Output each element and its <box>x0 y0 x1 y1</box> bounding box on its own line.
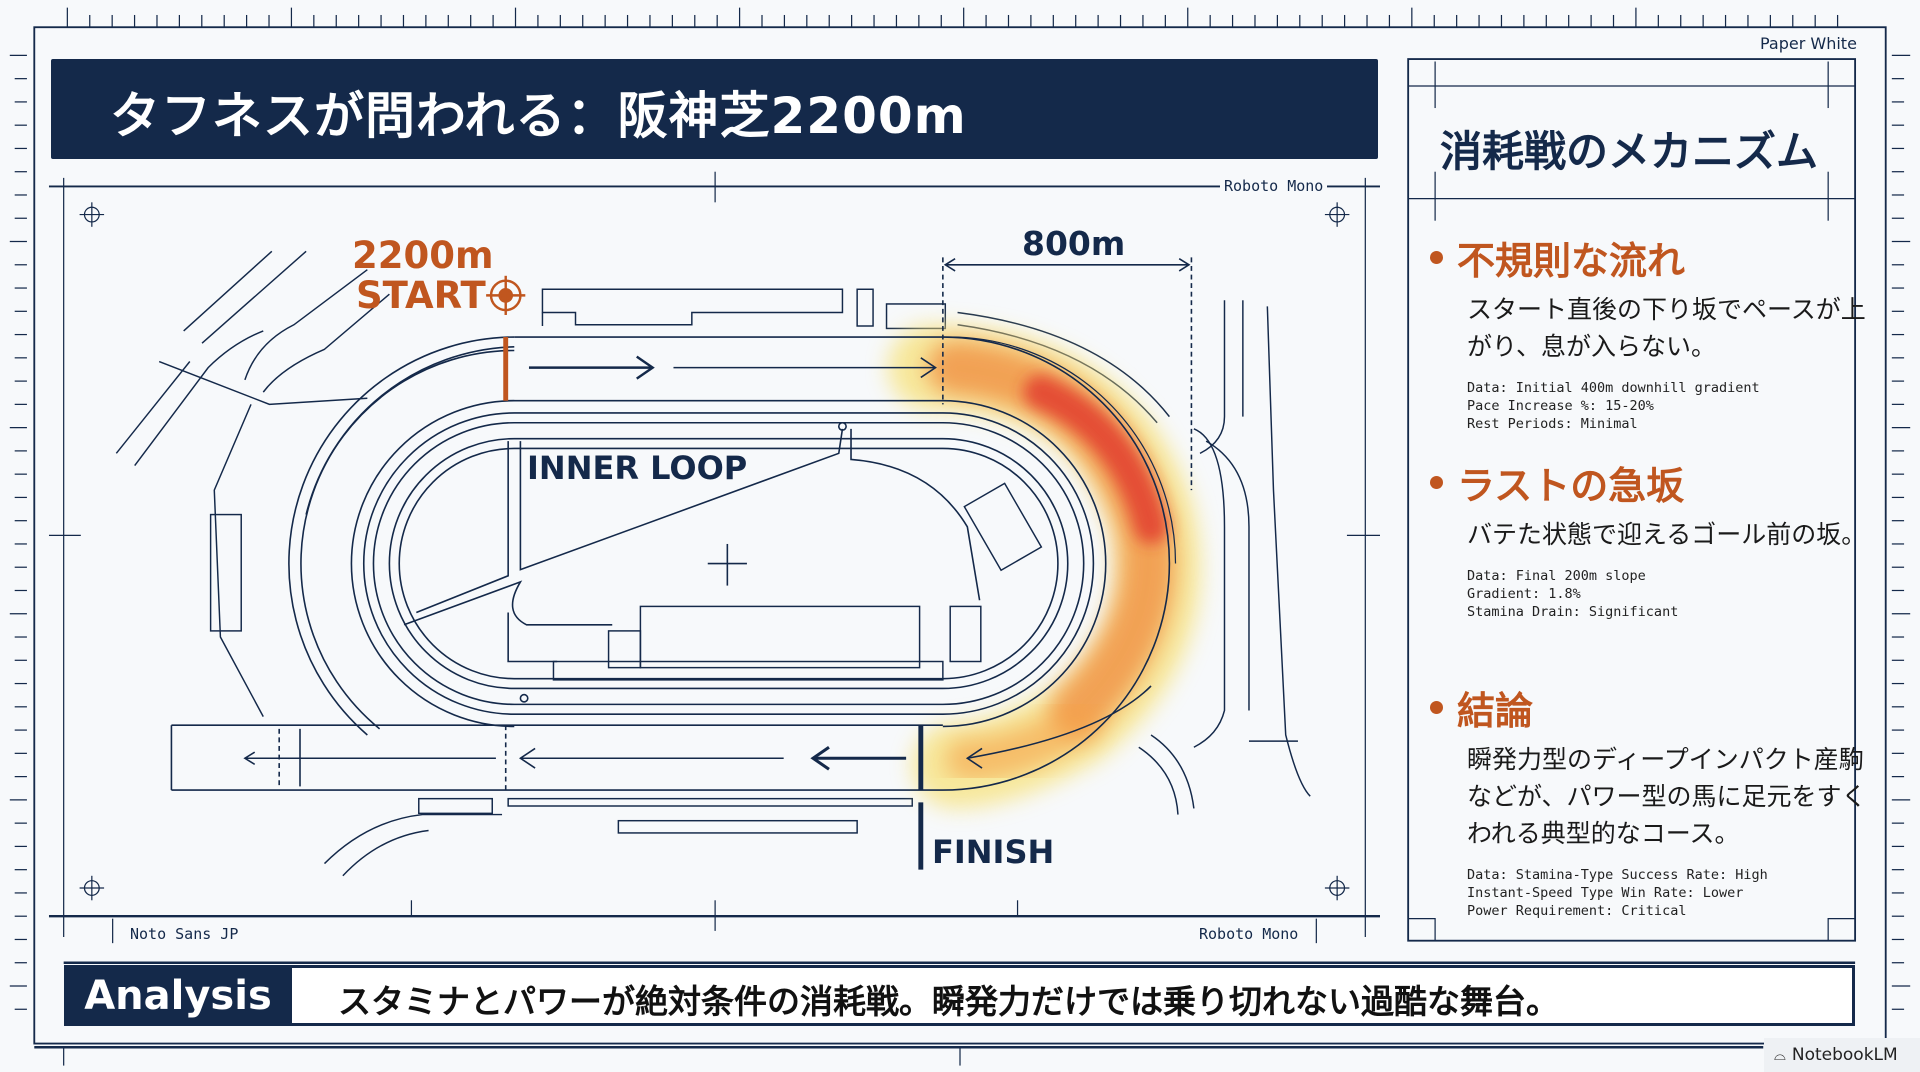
section-heading: 結論 <box>1457 689 1534 733</box>
section-data: Data: Stamina-Type Success Rate: High In… <box>1467 867 1768 919</box>
roads <box>115 250 1311 877</box>
section-body: スタート直後の下り坂でペースが上がり、息が入らない。 <box>1467 295 1866 361</box>
start-target-icon <box>486 275 526 315</box>
finish-label: FINISH <box>932 833 1055 871</box>
section-body: バテた状態で迎えるゴール前の坂。 <box>1467 520 1867 549</box>
crosshair-icon <box>79 875 105 901</box>
panel-frame <box>1407 58 1857 942</box>
map-frame <box>48 171 1380 944</box>
racetrack <box>170 257 1193 791</box>
font-note-top: Roboto Mono <box>1220 177 1328 195</box>
notebooklm-logo-icon: ⌓ <box>1774 1046 1786 1064</box>
section-heading: ラストの急坂 <box>1457 464 1685 508</box>
crosshair-icon <box>79 202 105 227</box>
mechanism-section-3: 結論 瞬発力型のディープインパクト産駒などが、パワー型の馬に足元をすくわれる典型… <box>1430 680 1867 920</box>
font-note-bottom-left: Noto Sans JP <box>130 925 239 943</box>
start-label: START <box>356 274 486 317</box>
section-data: Data: Final 200m slope Gradient: 1.8% St… <box>1467 568 1679 620</box>
analysis-label: Analysis <box>64 965 292 1026</box>
analysis-text: スタミナとパワーが絶対条件の消耗戦。瞬発力だけでは乗り切れない過酷な舞台。 <box>338 982 1559 1021</box>
bullet-icon <box>1430 476 1443 489</box>
analysis-bar <box>64 965 1855 1026</box>
segment-length-label: 800m <box>1022 224 1126 263</box>
notebooklm-badge: ⌓ NotebookLM <box>1764 1038 1920 1072</box>
mechanism-section-1: 不規則な流れ スタート直後の下り坂でペースが上がり、息が入らない。 Data: … <box>1430 230 1866 433</box>
heatmap <box>887 324 1201 809</box>
panel-title: 消耗戦のメカニズム <box>1440 127 1819 176</box>
paper-white-label: Paper White <box>1760 34 1857 53</box>
section-body: 瞬発力型のディープインパクト産駒などが、パワー型の馬に足元をすくわれる典型的なコ… <box>1467 745 1867 848</box>
bullet-icon <box>1430 701 1443 714</box>
bullet-icon <box>1430 251 1443 264</box>
outer-frame <box>33 26 1887 1045</box>
title-bar <box>51 59 1378 159</box>
section-data: Data: Initial 400m downhill gradient Pac… <box>1467 380 1760 432</box>
page-title: タフネスが問われる：阪神芝2200m <box>110 87 967 145</box>
brand-label: NotebookLM <box>1791 1045 1898 1065</box>
section-heading: 不規則な流れ <box>1457 239 1686 283</box>
inner-loop-label: INNER LOOP <box>527 449 748 487</box>
start-distance-label: 2200m <box>352 234 494 277</box>
mechanism-section-2: ラストの急坂 バテた状態で迎えるゴール前の坂。 Data: Final 200m… <box>1430 455 1866 621</box>
crosshair-icon <box>1324 202 1350 227</box>
crosshair-icon <box>1324 875 1350 901</box>
font-note-bottom-right: Roboto Mono <box>1199 925 1299 943</box>
